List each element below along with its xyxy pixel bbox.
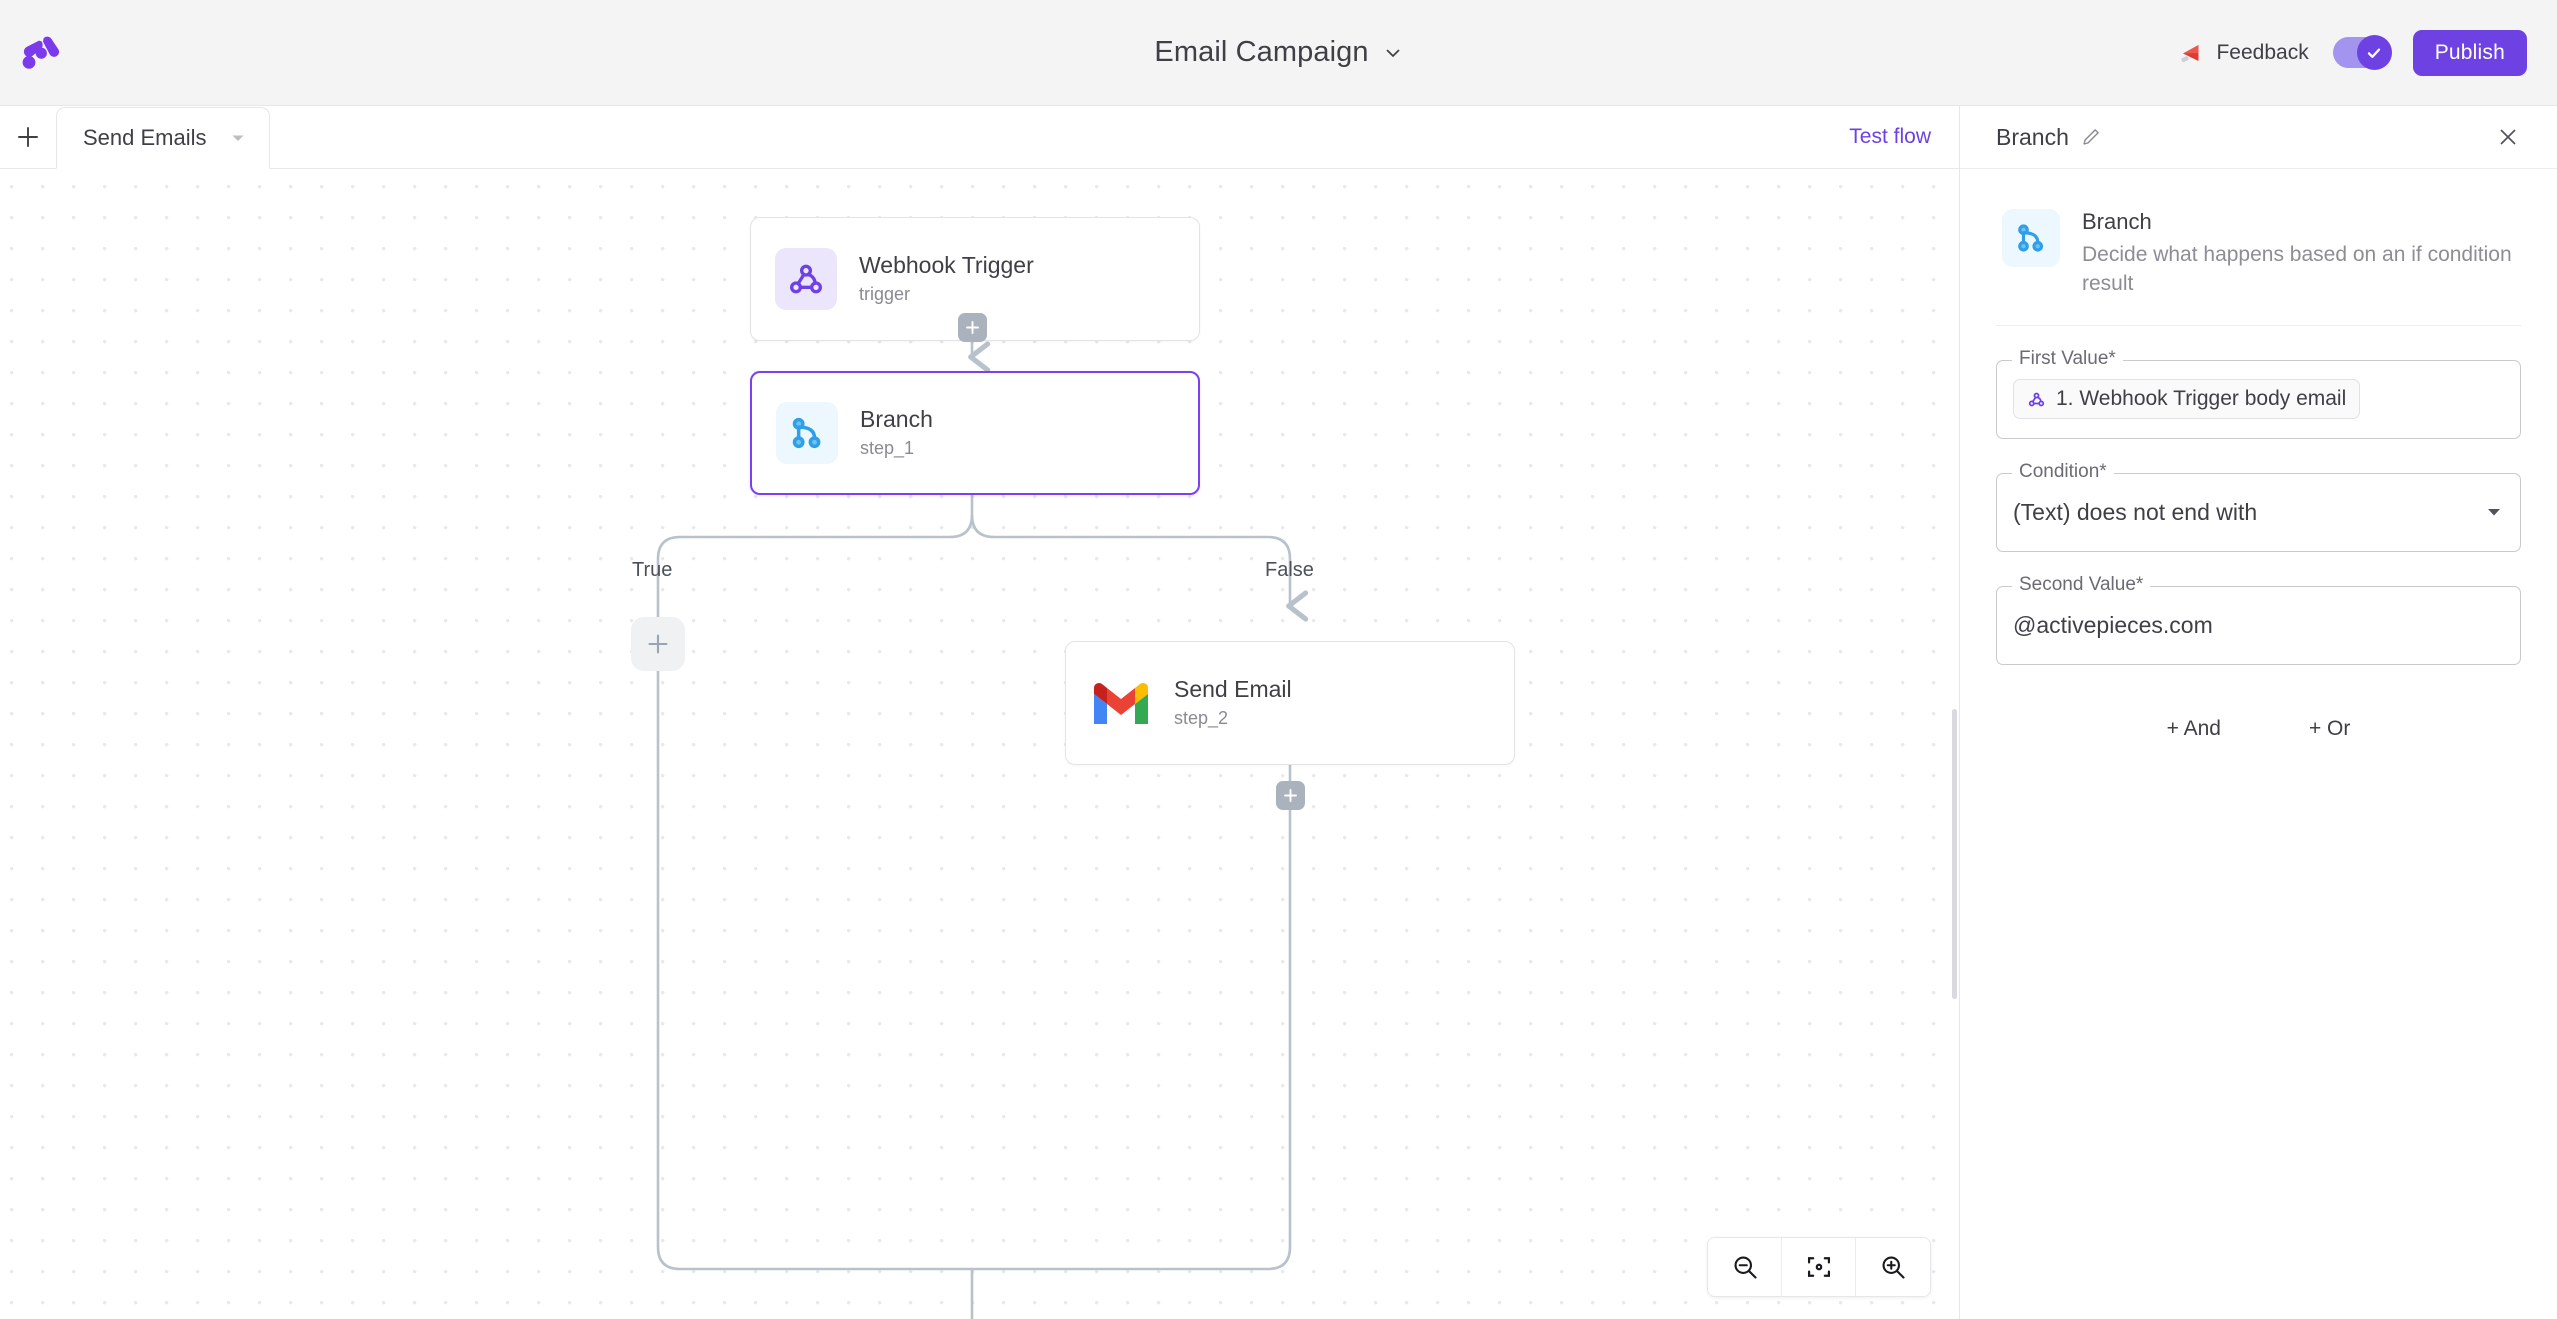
- plus-icon: [966, 321, 979, 334]
- node-text: Branch step_1: [860, 405, 933, 459]
- caret-down-icon[interactable]: [2484, 502, 2504, 522]
- tab-send-emails[interactable]: Send Emails: [56, 107, 270, 169]
- feedback-label: Feedback: [2216, 40, 2309, 64]
- flow-title-group: Email Campaign: [0, 0, 2557, 105]
- add-or-condition-button[interactable]: + Or: [2301, 711, 2358, 747]
- zoom-controls: [1707, 1237, 1931, 1297]
- add-step-button-1[interactable]: [958, 313, 987, 342]
- publish-button[interactable]: Publish: [2412, 29, 2527, 76]
- condition-select[interactable]: Condition* (Text) does not end with: [1996, 460, 2521, 552]
- test-flow-button[interactable]: Test flow: [1849, 125, 1931, 148]
- caret-down-icon[interactable]: [229, 129, 247, 147]
- add-step-button-2[interactable]: [1276, 781, 1305, 810]
- add-and-condition-button[interactable]: + And: [2159, 711, 2229, 747]
- zoom-out-icon: [1734, 1256, 1757, 1279]
- zoom-in-icon: [1882, 1256, 1905, 1279]
- branch-label-true: True: [632, 559, 673, 581]
- plus-icon: [18, 127, 38, 147]
- logic-buttons: + And + Or: [1996, 711, 2521, 747]
- flow-node-branch[interactable]: Branch step_1: [750, 371, 1200, 495]
- piece-info-card: Branch Decide what happens based on an i…: [1996, 191, 2521, 326]
- node-subtitle: step_1: [860, 438, 915, 459]
- branch-icon: [2002, 209, 2060, 267]
- page-title[interactable]: Email Campaign: [1154, 36, 1369, 68]
- second-value-text: @activepieces.com: [2013, 611, 2213, 638]
- close-icon[interactable]: [2491, 120, 2525, 154]
- zoom-out-button[interactable]: [1708, 1238, 1782, 1296]
- tab-label: Send Emails: [83, 125, 207, 150]
- piece-name: Branch: [2082, 209, 2152, 234]
- flow-enabled-toggle[interactable]: [2332, 35, 2392, 70]
- workspace: Send Emails Test flow: [0, 106, 2557, 1319]
- node-text: Webhook Trigger trigger: [859, 251, 1034, 305]
- node-title: Webhook Trigger: [859, 251, 1034, 278]
- panel-header: Branch: [1960, 106, 2557, 169]
- feedback-button[interactable]: Feedback: [2180, 40, 2309, 66]
- add-flow-button[interactable]: [0, 106, 56, 168]
- plus-icon: [648, 634, 668, 654]
- gmail-icon: [1090, 672, 1152, 734]
- add-step-button-true-branch[interactable]: [631, 617, 685, 671]
- condition-value: (Text) does not end with: [2013, 498, 2258, 525]
- variable-chip-webhook-body-email[interactable]: 1. Webhook Trigger body email: [2013, 379, 2361, 420]
- piece-description: Decide what happens based on an if condi…: [2082, 243, 2512, 295]
- node-title: Send Email: [1174, 675, 1292, 702]
- activepieces-logo-icon: [22, 36, 60, 69]
- piece-text: Branch Decide what happens based on an i…: [2082, 209, 2512, 299]
- zoom-in-button[interactable]: [1856, 1238, 1930, 1296]
- first-value-field[interactable]: First Value* 1. Webhook Trigger body ema…: [1996, 347, 2521, 439]
- webhook-icon: [775, 248, 837, 310]
- canvas-scrollbar[interactable]: [1952, 709, 1957, 999]
- flow-canvas[interactable]: Webhook Trigger trigger: [0, 169, 1959, 1319]
- flow-node-send-email[interactable]: Send Email step_2: [1065, 641, 1515, 765]
- check-icon: [2368, 47, 2381, 58]
- node-subtitle: step_2: [1174, 708, 1229, 729]
- node-subtitle: trigger: [859, 284, 911, 305]
- megaphone-icon: [2181, 44, 2199, 62]
- app-logo[interactable]: [0, 31, 86, 75]
- panel-title: Branch: [1996, 123, 2069, 150]
- second-value-label: Second Value*: [2012, 573, 2151, 596]
- canvas-toolbar: Send Emails Test flow: [0, 106, 1959, 169]
- pencil-icon[interactable]: [2081, 127, 2101, 147]
- top-bar-actions: Feedback Publish: [2180, 0, 2527, 105]
- plus-icon: [1284, 789, 1297, 802]
- fit-view-button[interactable]: [1782, 1238, 1856, 1296]
- second-value-input[interactable]: Second Value* @activepieces.com: [1996, 573, 2521, 665]
- node-text: Send Email step_2: [1174, 675, 1292, 729]
- chip-label: 1. Webhook Trigger body email: [2056, 387, 2347, 411]
- webhook-icon: [2028, 392, 2045, 407]
- top-bar: Email Campaign Feedback: [0, 0, 2557, 106]
- branch-label-false: False: [1265, 559, 1314, 581]
- node-title: Branch: [860, 405, 933, 432]
- fit-view-icon: [1807, 1257, 1830, 1277]
- branch-icon: [776, 402, 838, 464]
- chevron-down-icon[interactable]: [1383, 43, 1403, 63]
- condition-label: Condition*: [2012, 460, 2114, 483]
- first-value-label: First Value*: [2012, 347, 2123, 370]
- toggle-knob: [2356, 35, 2392, 70]
- panel-body: Branch Decide what happens based on an i…: [1960, 169, 2557, 747]
- canvas-column: Send Emails Test flow: [0, 106, 1960, 1319]
- step-settings-panel: Branch: [1960, 106, 2557, 1319]
